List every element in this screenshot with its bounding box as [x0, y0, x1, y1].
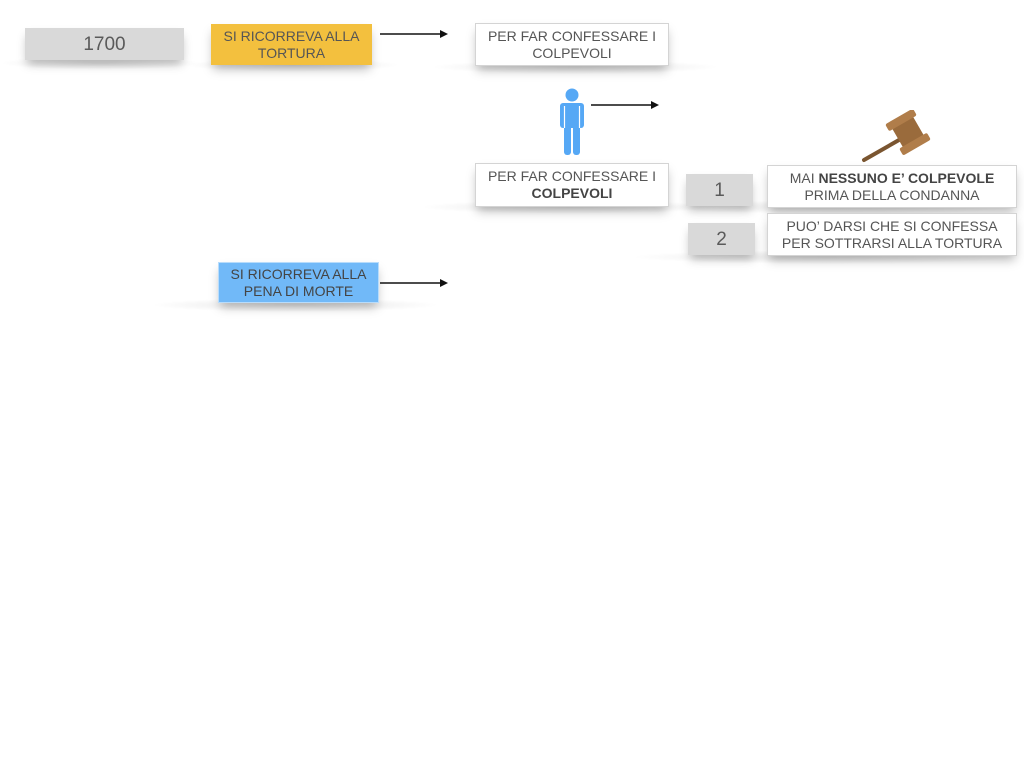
death-line1: SI RICORREVA ALLA	[230, 265, 367, 282]
point-1-line1: MAI NESSUNO E’ COLPEVOLE	[790, 170, 995, 187]
point-1-text-box: MAI NESSUNO E’ COLPEVOLE PRIMA DELLA CON…	[767, 165, 1017, 208]
point-2-text-box: PUO’ DARSI CHE SI CONFESSA PER SOTTRARSI…	[767, 213, 1017, 256]
death-line2: PENA DI MORTE	[243, 282, 354, 299]
point-2-number-box: 2	[688, 223, 755, 255]
confess-mid-line2: COLPEVOLI	[531, 185, 613, 201]
arrow-death	[380, 279, 448, 287]
point-2-line2: PER SOTTRARSI ALLA TORTURA	[781, 234, 1003, 251]
point-1-number: 1	[714, 179, 725, 201]
confess-mid-line1: PER FAR CONFESSARE I	[487, 168, 657, 184]
death-penalty-box: SI RICORREVA ALLA PENA DI MORTE	[218, 262, 379, 303]
arrow-person	[591, 101, 659, 109]
torture-line2: TORTURA	[257, 44, 326, 61]
point-2-line1: PUO’ DARSI CHE SI CONFESSA	[786, 217, 998, 234]
confess-top-line1: PER FAR CONFESSARE I	[487, 27, 657, 44]
confess-box-top: PER FAR CONFESSARE I COLPEVOLI	[475, 23, 669, 66]
torture-line1: SI RICORREVA ALLA	[223, 27, 360, 44]
torture-box: SI RICORREVA ALLA TORTURA	[211, 24, 372, 65]
confess-top-line2: COLPEVOLI	[532, 44, 612, 61]
point-1-number-box: 1	[686, 174, 753, 206]
person-icon	[560, 88, 584, 155]
point-1-prefix: MAI	[789, 169, 819, 186]
year-box: 1700	[25, 28, 184, 60]
confess-box-mid: PER FAR CONFESSARE I COLPEVOLI	[475, 163, 669, 207]
gavel-icon	[862, 110, 931, 162]
point-1-bold: NESSUNO E’ COLPEVOLE	[818, 169, 995, 186]
point-2-number: 2	[716, 228, 727, 250]
year-label: 1700	[83, 33, 126, 55]
point-1-line2: PRIMA DELLA CONDANNA	[804, 186, 980, 203]
arrow-torture-to-confess	[380, 30, 448, 38]
